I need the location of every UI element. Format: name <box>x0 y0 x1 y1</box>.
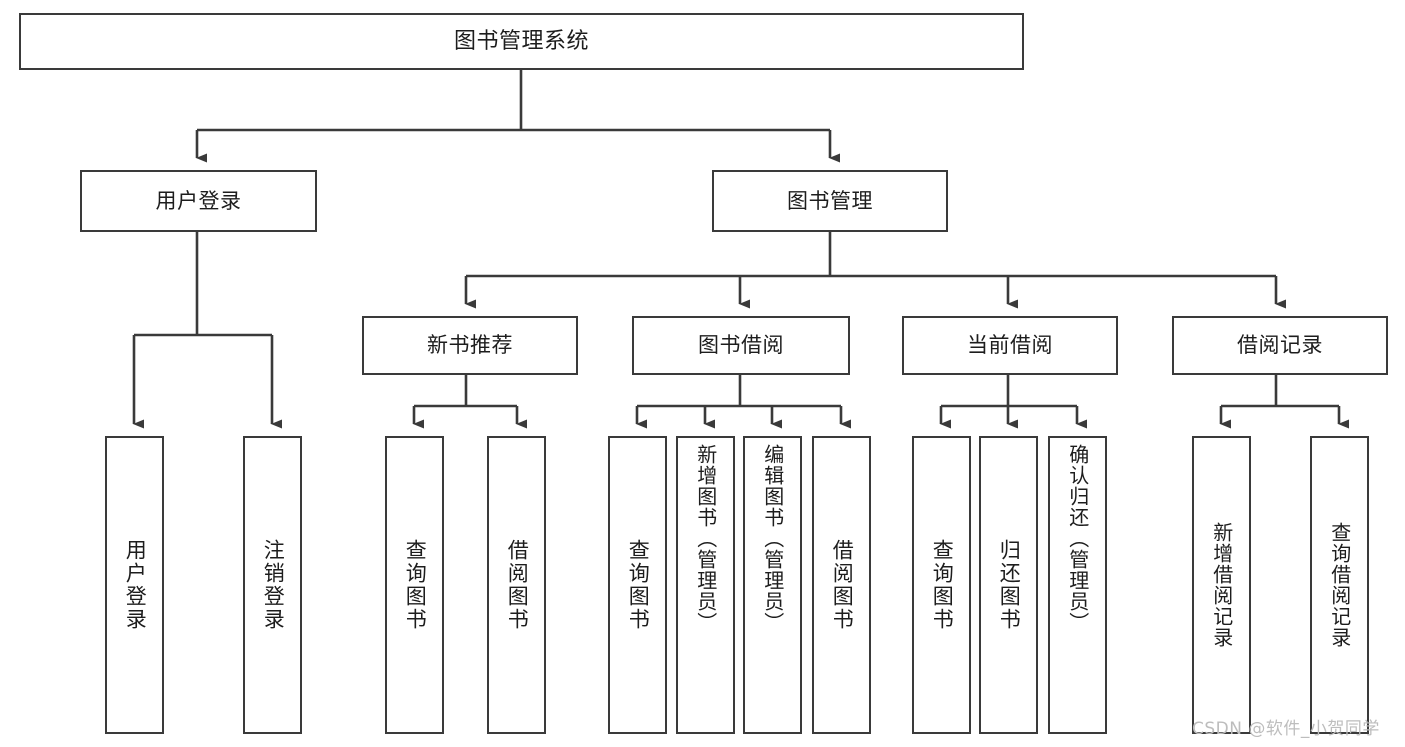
leaf-record-add-record-label: 新增借阅记录 <box>1209 522 1234 648</box>
node-book-borrow[interactable]: 图书借阅 <box>632 316 850 375</box>
leaf-new-book-borrow-book[interactable]: 借阅图书 <box>487 436 546 734</box>
node-current-borrow-label: 当前借阅 <box>967 333 1053 358</box>
leaf-current-query-book-label: 查询图书 <box>930 539 955 631</box>
leaf-new-book-borrow-book-label: 借阅图书 <box>505 539 530 631</box>
node-new-book-recommend-label: 新书推荐 <box>427 333 513 358</box>
node-root-book-management-system[interactable]: 图书管理系统 <box>19 13 1024 70</box>
leaf-new-book-query-book-label: 查询图书 <box>403 539 428 631</box>
connector-current-to-leaves <box>939 375 1087 429</box>
node-user-login-label: 用户登录 <box>155 188 242 213</box>
leaf-user-login-logout-label: 注销登录 <box>261 539 286 631</box>
node-root-label: 图书管理系统 <box>453 28 589 54</box>
connector-borrow-to-leaves <box>635 375 851 429</box>
node-borrow-record[interactable]: 借阅记录 <box>1172 316 1388 375</box>
leaf-current-confirm-return-admin[interactable]: 确认归还（管理员） <box>1048 436 1107 734</box>
node-current-borrow[interactable]: 当前借阅 <box>902 316 1118 375</box>
leaf-user-login-logout[interactable]: 注销登录 <box>243 436 302 734</box>
leaf-user-login-login-label: 用户登录 <box>123 539 148 631</box>
connector-userlogin-to-leaves <box>132 232 282 429</box>
leaf-current-return-book-label: 归还图书 <box>997 539 1022 631</box>
leaf-borrow-query-book-label: 查询图书 <box>626 539 651 631</box>
leaf-borrow-add-book-admin-label: 新增图书（管理员） <box>693 444 718 633</box>
leaf-borrow-query-book[interactable]: 查询图书 <box>608 436 667 734</box>
connector-newbook-to-leaves <box>412 375 527 429</box>
node-book-management-label: 图书管理 <box>787 188 873 213</box>
leaf-current-confirm-return-admin-label: 确认归还（管理员） <box>1065 444 1090 633</box>
leaf-borrow-borrow-book-label: 借阅图书 <box>830 539 855 631</box>
leaf-borrow-edit-book-admin[interactable]: 编辑图书（管理员） <box>743 436 802 734</box>
connector-record-to-leaves <box>1219 375 1349 429</box>
node-borrow-record-label: 借阅记录 <box>1237 333 1323 358</box>
connector-root-to-level2 <box>195 70 840 163</box>
leaf-borrow-borrow-book[interactable]: 借阅图书 <box>812 436 871 734</box>
leaf-record-add-record[interactable]: 新增借阅记录 <box>1192 436 1251 734</box>
node-user-login[interactable]: 用户登录 <box>80 170 317 232</box>
leaf-borrow-add-book-admin[interactable]: 新增图书（管理员） <box>676 436 735 734</box>
node-book-management[interactable]: 图书管理 <box>712 170 948 232</box>
leaf-user-login-login[interactable]: 用户登录 <box>105 436 164 734</box>
leaf-new-book-query-book[interactable]: 查询图书 <box>385 436 444 734</box>
leaf-current-return-book[interactable]: 归还图书 <box>979 436 1038 734</box>
node-new-book-recommend[interactable]: 新书推荐 <box>362 316 578 375</box>
connector-bookmgmt-to-level3 <box>464 232 1286 309</box>
leaf-current-query-book[interactable]: 查询图书 <box>912 436 971 734</box>
leaf-record-query-record-label: 查询借阅记录 <box>1327 522 1352 648</box>
leaf-borrow-edit-book-admin-label: 编辑图书（管理员） <box>760 444 785 633</box>
node-book-borrow-label: 图书借阅 <box>698 333 784 358</box>
leaf-record-query-record[interactable]: 查询借阅记录 <box>1310 436 1369 734</box>
